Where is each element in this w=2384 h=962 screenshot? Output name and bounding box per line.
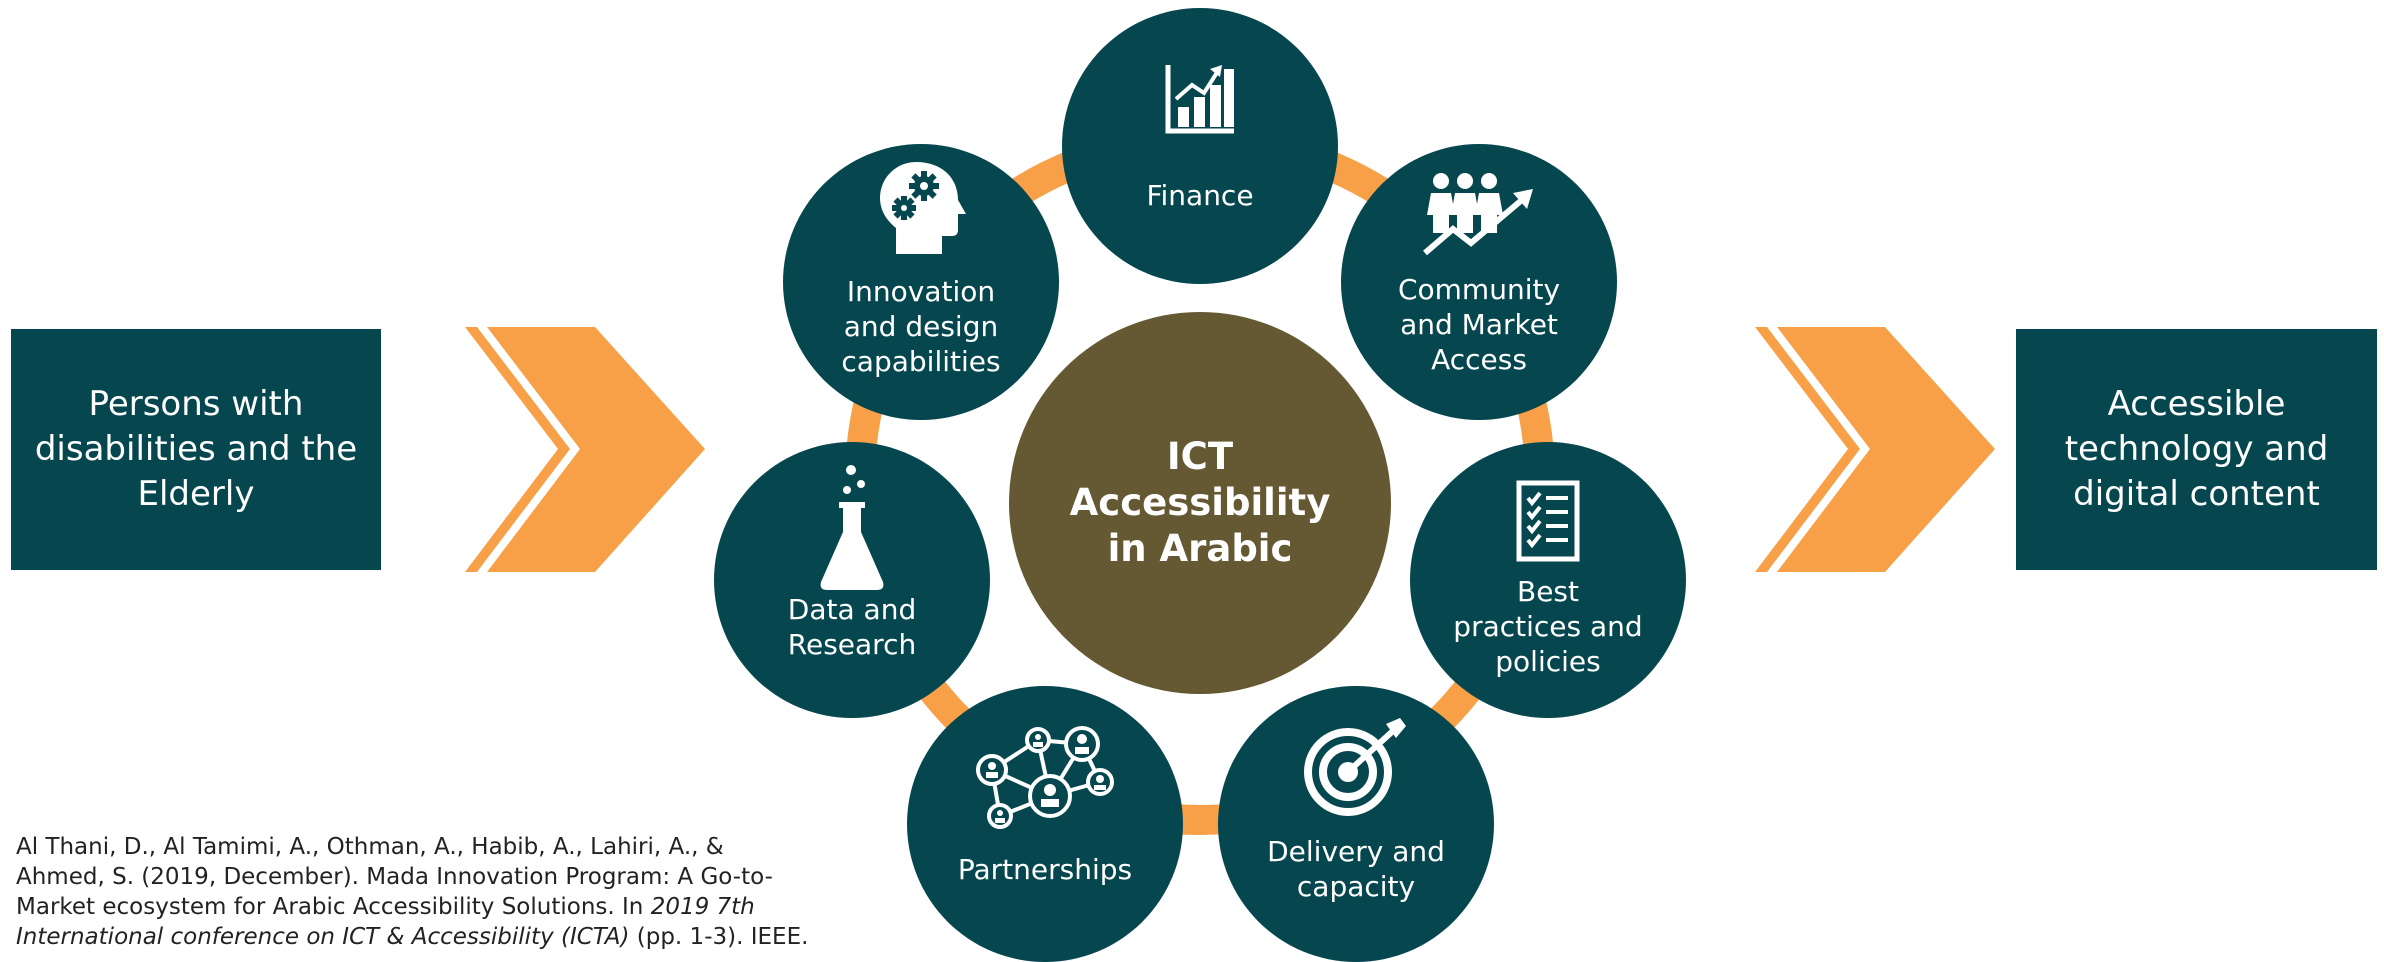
node-label: Community and Market Access bbox=[1397, 273, 1561, 376]
node-data-research: Data and Research bbox=[714, 442, 990, 718]
left-chevron-arrow bbox=[465, 327, 705, 572]
citation-pages: (pp. 1-3). IEEE. bbox=[629, 924, 809, 950]
checklist-icon bbox=[1516, 480, 1580, 562]
node-label: Finance bbox=[1146, 179, 1254, 212]
input-box-persons-with-disabilities: Persons with disabilities and the Elderl… bbox=[11, 329, 381, 570]
flask-icon bbox=[820, 465, 884, 590]
output-box-label: Accessible technology and digital conten… bbox=[2064, 384, 2329, 514]
node-delivery-capacity: Delivery and capacity bbox=[1218, 686, 1494, 962]
network-icon bbox=[976, 726, 1114, 829]
output-box-accessible-technology: Accessible technology and digital conten… bbox=[2016, 329, 2377, 570]
node-innovation-design: Innovation and design capabilities bbox=[783, 144, 1059, 420]
node-label: Data and Research bbox=[787, 593, 917, 661]
node-label: Delivery and capacity bbox=[1267, 835, 1445, 903]
people-growth-icon bbox=[1423, 173, 1533, 256]
node-label: Innovation and design capabilities bbox=[841, 275, 1001, 378]
node-best-practices-policies: Best practices and policies bbox=[1410, 442, 1686, 718]
node-partnerships: Partnerships bbox=[907, 686, 1183, 962]
citation-conference: 2019 7th International conference on ICT… bbox=[16, 894, 755, 950]
citation-text: Al Thani, D., Al Tamimi, A., Othman, A.,… bbox=[16, 834, 773, 920]
node-label: Partnerships bbox=[957, 853, 1133, 886]
center-circle-ict-accessibility: ICT Accessibility in Arabic bbox=[1009, 312, 1391, 694]
node-community-market-access: Community and Market Access bbox=[1341, 144, 1617, 420]
node-label: Best practices and policies bbox=[1453, 575, 1643, 678]
citation: Al Thani, D., Al Tamimi, A., Othman, A.,… bbox=[16, 832, 816, 952]
input-box-label: Persons with disabilities and the Elderl… bbox=[34, 384, 358, 514]
node-finance: Finance bbox=[1062, 8, 1338, 284]
head-gears-icon bbox=[880, 162, 966, 254]
bar-chart-icon bbox=[1165, 65, 1234, 134]
center-label: ICT Accessibility in Arabic bbox=[1069, 435, 1331, 570]
target-icon bbox=[1304, 718, 1406, 816]
right-chevron-arrow bbox=[1755, 327, 1995, 572]
